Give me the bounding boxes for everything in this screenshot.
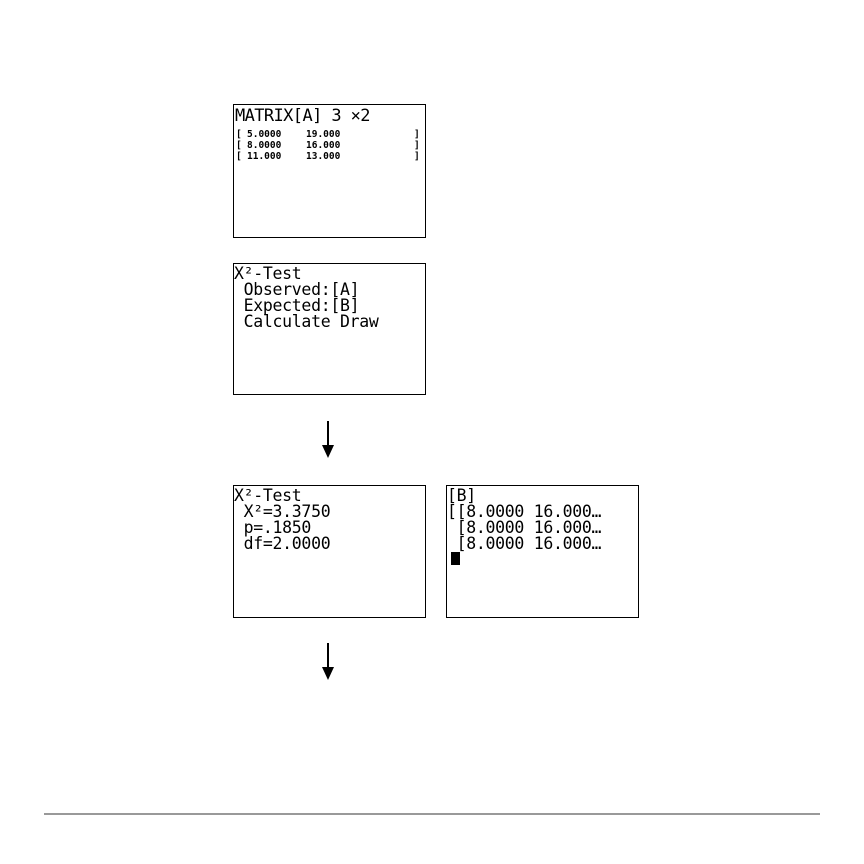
matrix-row-2-c2: 16.000 (306, 141, 340, 151)
matrix-row-1-c1: 5.0000 (247, 130, 281, 140)
matrix-b-screen: [B] [[8.0000 16.000… [8.0000 16.000… [8.… (446, 485, 639, 618)
chi-test-input-screen: X²-Test Observed:[A] Expected:[B] Calcul… (233, 263, 426, 395)
matrix-row-1-close: ] (414, 130, 420, 140)
matrix-row-1-open: [ (236, 130, 242, 140)
arrow-down-icon (321, 421, 335, 459)
block-cursor-icon (451, 552, 460, 565)
matrix-row-2-open: [ (236, 141, 242, 151)
arrow-down-icon (321, 643, 335, 681)
calculate-draw-options[interactable]: Calculate Draw (234, 314, 379, 331)
matrix-row-2-close: ] (414, 141, 420, 151)
matrix-title: MATRIX[A] 3 ×2 (235, 108, 370, 125)
matrix-row-3-c1: 11.000 (247, 152, 281, 162)
page-divider (44, 813, 820, 815)
matrix-row-2-c1: 8.0000 (247, 141, 281, 151)
df-value: df=2.0000 (234, 536, 330, 553)
matrix-b-row: [8.0000 16.000… (447, 536, 601, 553)
matrix-row-3-open: [ (236, 152, 242, 162)
matrix-row-3-close: ] (414, 152, 420, 162)
chi-test-result-screen: X²-Test X²=3.3750 p=.1850 df=2.0000 (233, 485, 426, 618)
matrix-row-3-c2: 13.000 (306, 152, 340, 162)
matrix-row-1-c2: 19.000 (306, 130, 340, 140)
matrix-editor-screen: MATRIX[A] 3 ×2 [ 5.0000 19.000 ] [ 8.000… (233, 104, 426, 238)
